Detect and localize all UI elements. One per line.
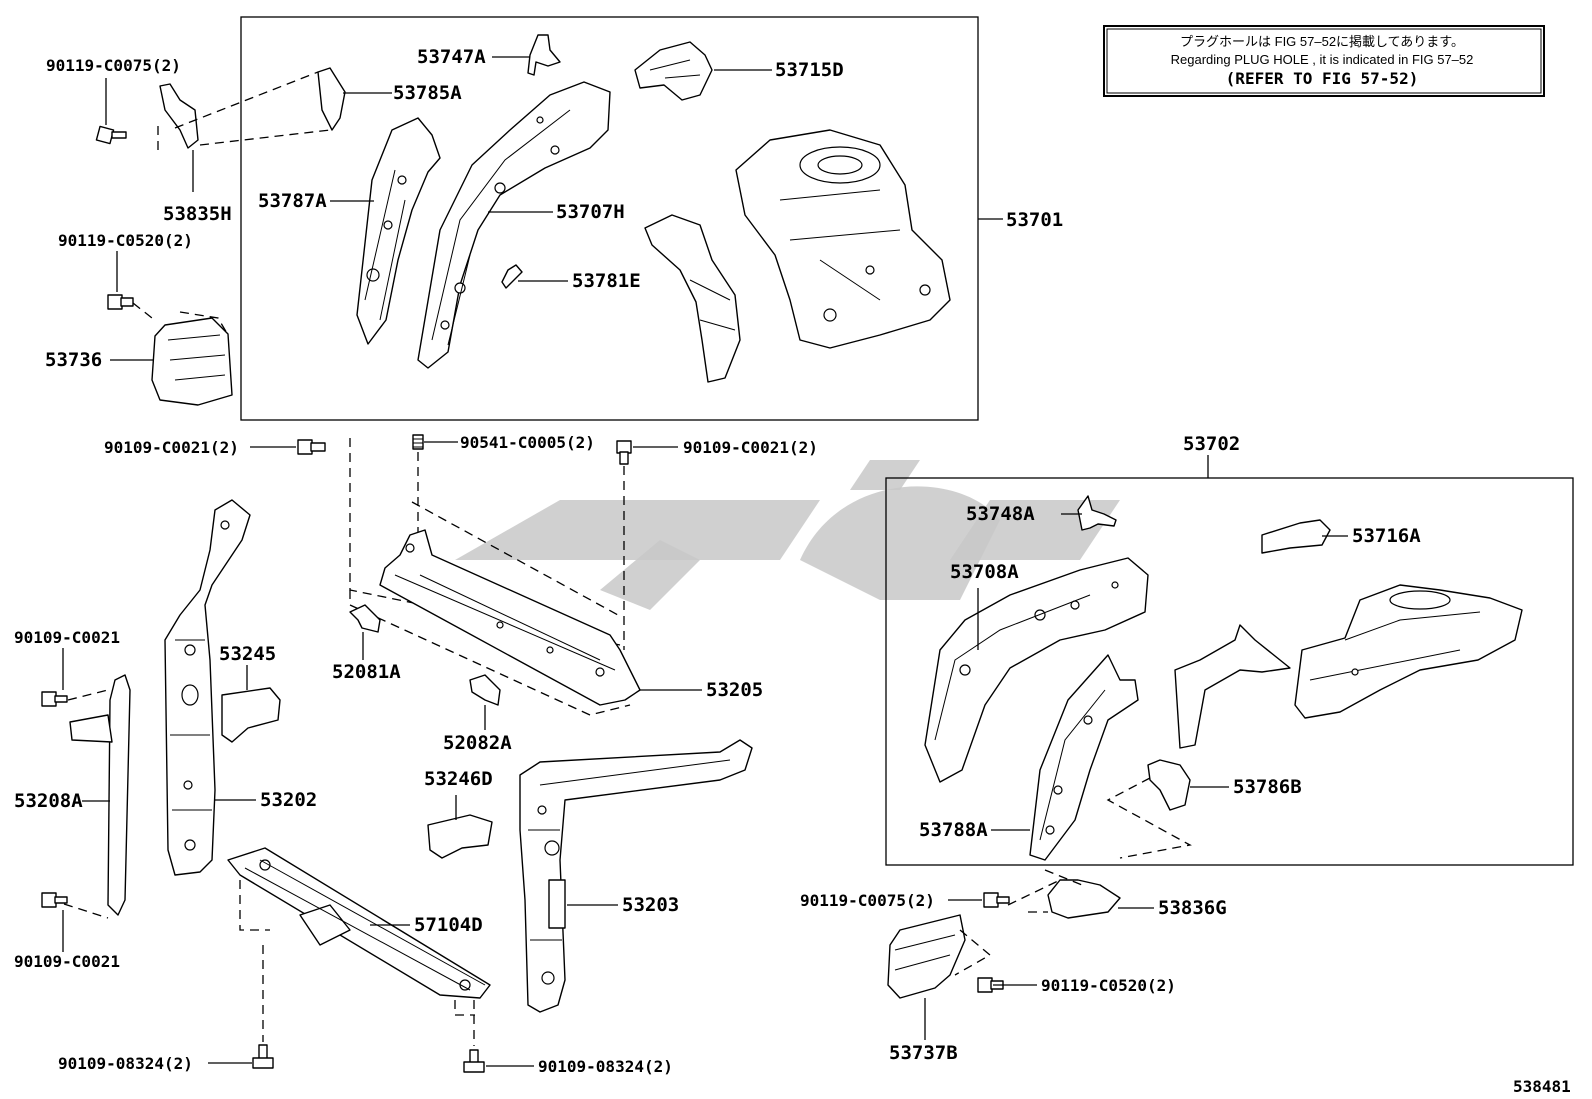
label-53203: 53203 [622, 894, 679, 916]
label-53748A: 53748A [966, 503, 1035, 525]
label-53702: 53702 [1183, 433, 1240, 455]
label-90109-08324-b: 90109-08324(2) [538, 1057, 673, 1076]
part-53702-wheelhouse [1294, 584, 1523, 719]
label-53786B: 53786B [1233, 776, 1302, 798]
label-90119-C0520-left: 90119-C0520(2) [58, 231, 193, 250]
part-53716A [1261, 519, 1331, 554]
notice-box: プラグホールは FIG 57–52に掲載してあります。 Regarding PL… [1103, 25, 1545, 97]
label-90119-C0075-bottom: 90119-C0075(2) [800, 891, 935, 910]
label-53246D: 53246D [424, 768, 493, 790]
label-53788A: 53788A [919, 819, 988, 841]
bolt-90109-08324-a [252, 1044, 274, 1069]
label-90109-C0021-a: 90109-C0021(2) [104, 438, 239, 457]
group-box-53702 [885, 477, 1574, 866]
label-57104D: 57104D [414, 914, 483, 936]
label-53205: 53205 [706, 679, 763, 701]
notice-line-3: (REFER TO FIG 57-52) [1226, 69, 1419, 88]
label-90109-C0021-c: 90109-C0021 [14, 628, 120, 647]
bolt-90109-08324-b [463, 1049, 485, 1073]
part-53748A [1077, 495, 1117, 531]
label-90119-C0075-top: 90119-C0075(2) [46, 56, 181, 75]
label-53701: 53701 [1006, 209, 1063, 231]
part-53202 [164, 499, 251, 876]
label-53787A: 53787A [258, 190, 327, 212]
label-53716A: 53716A [1352, 525, 1421, 547]
part-53208A-bracket [69, 714, 113, 743]
part-apron-bracket-right [1174, 624, 1291, 749]
label-53781E: 53781E [572, 270, 641, 292]
label-53202: 53202 [260, 789, 317, 811]
figure-id: 538481 [1513, 1077, 1571, 1096]
label-90119-C0520-bottom: 90119-C0520(2) [1041, 976, 1176, 995]
part-52082A [469, 674, 501, 706]
bolt-90109-C0021-d [41, 892, 68, 908]
bolt-90119-C0075-top [95, 125, 127, 145]
watermark-logo [455, 460, 1120, 610]
bolt-90109-C0021-b [616, 440, 632, 465]
part-53246D [427, 814, 493, 859]
notice-line-1: プラグホールは FIG 57–52に掲載してあります。 [1180, 34, 1464, 49]
bolt-90119-C0075-bottom [983, 892, 1010, 908]
part-53788A [1029, 654, 1139, 861]
label-52081A: 52081A [332, 661, 401, 683]
part-53708A [924, 557, 1149, 783]
part-53245 [221, 687, 281, 743]
bolt-90109-C0021-c [41, 691, 68, 707]
part-53715D [634, 41, 713, 101]
label-90109-08324-a: 90109-08324(2) [58, 1054, 193, 1073]
part-53208A [107, 674, 131, 916]
part-53781E [501, 264, 523, 289]
label-90109-C0021-b: 90109-C0021(2) [683, 438, 818, 457]
part-53786B [1147, 759, 1191, 811]
label-53747A: 53747A [417, 46, 486, 68]
label-53208A: 53208A [14, 790, 83, 812]
part-57104D [227, 847, 491, 999]
label-90541-C0005: 90541-C0005(2) [460, 433, 595, 452]
label-53785A: 53785A [393, 82, 462, 104]
part-53785A [317, 67, 346, 131]
notice-line-2: Regarding PLUG HOLE , it is indicated in… [1171, 52, 1474, 67]
part-apron-reinforcement [644, 214, 741, 383]
label-53707H: 53707H [556, 201, 625, 223]
label-52082A: 52082A [443, 732, 512, 754]
part-53836G [1047, 879, 1121, 919]
label-53835H: 53835H [163, 203, 232, 225]
part-53835H [159, 83, 199, 149]
part-53737B [887, 914, 966, 999]
bolt-90119-C0520-left [107, 294, 134, 310]
bolt-90109-C0021-a [297, 439, 326, 455]
label-53715D: 53715D [775, 59, 844, 81]
label-53737B: 53737B [889, 1042, 958, 1064]
label-53708A: 53708A [950, 561, 1019, 583]
part-52081A [349, 604, 381, 633]
label-53836G: 53836G [1158, 897, 1227, 919]
part-53747A [527, 34, 561, 76]
label-53245: 53245 [219, 643, 276, 665]
label-90109-C0021-d: 90109-C0021 [14, 952, 120, 971]
label-53736: 53736 [45, 349, 102, 371]
part-53736 [151, 317, 233, 406]
part-53203 [519, 739, 753, 1013]
part-53701-wheelhouse [735, 129, 951, 349]
spring-nut-90541 [412, 434, 424, 450]
